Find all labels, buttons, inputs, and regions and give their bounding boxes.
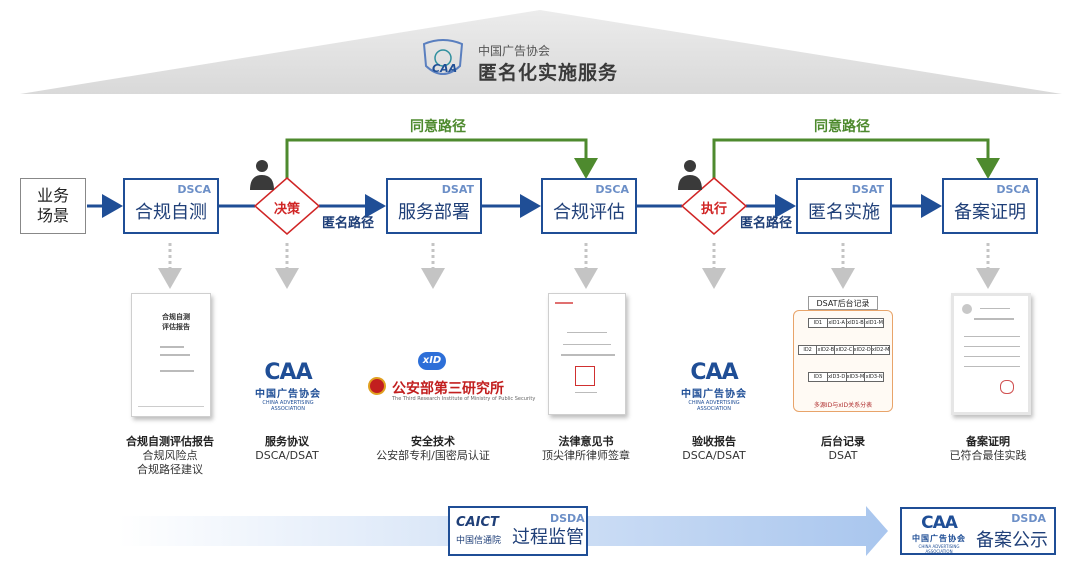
public-filing-tag: DSDA — [1011, 512, 1046, 525]
output-caption-6: 后台记录 DSAT — [793, 435, 893, 463]
output-caption-3: 安全技术 公安部专利/国密局认证 — [368, 435, 498, 463]
output-caption-1: 合规自测评估报告 合规风险点 合规路径建议 — [110, 435, 230, 477]
caption-line: DSCA/DSAT — [682, 449, 746, 462]
step-name: 匿名实施 — [808, 202, 880, 223]
person-icon-2 — [678, 160, 702, 190]
decision-label-1: 决策 — [273, 202, 300, 217]
caa-logo-mark: CAA — [921, 513, 958, 533]
caption-title: 法律意见书 — [558, 435, 614, 448]
step-name: 合规自测 — [135, 202, 207, 223]
output-arrows — [158, 243, 1000, 289]
caa-logo-en: CHINA ADVERTISING ASSOCIATION — [918, 544, 960, 554]
mps-name: 公安部第三研究所 — [392, 381, 504, 397]
self-test-report-thumbnail: 合规自测 评估报告 — [131, 293, 211, 417]
start-line-1: 业务 — [36, 186, 69, 205]
caption-line: DSCA/DSAT — [255, 449, 319, 462]
header-title: 匿名化实施服务 — [478, 62, 619, 84]
caa-logo-cn: 中国广告协会 — [681, 389, 747, 400]
caa-logo-2: CAA 中国广告协会 CHINA ADVERTISING ASSOCIATION — [672, 360, 756, 412]
step-filing: DSCA 备案证明 — [942, 178, 1038, 234]
decision-diamond-2 — [680, 177, 748, 235]
output-caption-4: 法律意见书 顶尖律所律师签章 — [528, 435, 644, 463]
caption-title: 后台记录 — [821, 435, 865, 448]
caption-line: 合规风险点 — [142, 449, 198, 462]
step-tag: DSAT — [441, 183, 474, 196]
caption-title: 服务协议 — [265, 435, 309, 448]
certificate-seal — [1000, 380, 1014, 394]
xid-badge: xID — [418, 352, 446, 370]
agree-path-label-1: 同意路径 — [410, 119, 466, 135]
doc-subtitle: 评估报告 — [162, 323, 190, 331]
step-self-test: DSCA 合规自测 — [123, 178, 219, 234]
step-name: 服务部署 — [398, 202, 470, 223]
mps-en: The Third Research Institute of Ministry… — [392, 396, 536, 402]
caption-line: 已符合最佳实践 — [949, 449, 1027, 462]
anon-path-label-1: 匿名路径 — [322, 216, 375, 231]
step-tag: DSCA — [595, 183, 629, 196]
agree-path-2 — [712, 138, 1000, 183]
agree-path-label-2: 同意路径 — [814, 119, 870, 135]
caption-line: 公安部专利/国密局认证 — [376, 449, 490, 462]
roof-shape — [20, 10, 1062, 94]
caption-title: 合规自测评估报告 — [126, 435, 214, 448]
caption-title: 备案证明 — [966, 435, 1010, 448]
output-caption-2: 服务协议 DSCA/DSAT — [237, 435, 337, 463]
caict-logo: CAICT — [456, 515, 499, 530]
step-tag: DSAT — [851, 183, 884, 196]
step-assessment: DSCA 合规评估 — [541, 178, 637, 234]
header-logo-mark: CAA — [432, 62, 458, 75]
caption-title: 验收报告 — [692, 435, 736, 448]
legal-opinion-thumbnail — [548, 293, 626, 415]
step-anonymization: DSAT 匿名实施 — [796, 178, 892, 234]
public-filing-text: 备案公示 — [976, 530, 1048, 551]
caption-line: DSAT — [828, 449, 858, 462]
caption-line: 合规路径建议 — [137, 463, 203, 476]
supervision-tag: DSDA — [550, 512, 585, 525]
decision-label-2: 执行 — [700, 202, 727, 217]
business-scenario-box: 业务 场景 — [20, 178, 86, 234]
agree-path-1 — [285, 138, 598, 183]
step-deployment: DSAT 服务部署 — [386, 178, 482, 234]
caption-title: 安全技术 — [411, 435, 455, 448]
output-caption-5: 验收报告 DSCA/DSAT — [664, 435, 764, 463]
step-tag: DSCA — [177, 183, 211, 196]
backend-record-title: DSAT后台记录 — [808, 296, 878, 310]
backend-record-footer: 多源ID与xID关系分表 — [813, 402, 873, 409]
caa-logo-mark: CAA — [264, 360, 312, 385]
output-caption-7: 备案证明 已符合最佳实践 — [938, 435, 1038, 463]
step-tag: DSCA — [996, 183, 1030, 196]
public-filing-box: DSDA CAA 中国广告协会 CHINA ADVERTISING ASSOCI… — [900, 507, 1056, 555]
police-emblem-icon — [368, 377, 386, 395]
caa-logo-en: CHINA ADVERTISING ASSOCIATION — [688, 400, 740, 412]
decision-diamond-1 — [253, 177, 321, 235]
header-org: 中国广告协会 — [478, 44, 551, 58]
anon-path-label-2: 匿名路径 — [740, 216, 793, 231]
caa-shield-icon — [422, 39, 464, 75]
supervision-text: 过程监管 — [512, 527, 584, 548]
supervision-label-box — [448, 506, 588, 556]
doc-title: 合规自测 — [162, 313, 190, 321]
filing-certificate-thumbnail — [951, 293, 1031, 415]
caa-logo-1: CAA 中国广告协会 CHINA ADVERTISING ASSOCIATION — [246, 360, 330, 412]
certificate-emblem-icon — [962, 304, 972, 314]
person-icon-1 — [250, 160, 274, 190]
caa-logo-cn: 中国广告协会 — [912, 534, 966, 543]
caa-logo-en: CHINA ADVERTISING ASSOCIATION — [262, 400, 314, 412]
step-name: 合规评估 — [553, 202, 625, 223]
caict-cn: 中国信通院 — [456, 536, 502, 546]
caa-logo-3: CAA 中国广告协会 CHINA ADVERTISING ASSOCIATION — [906, 513, 972, 554]
step-name: 备案证明 — [954, 202, 1026, 223]
caption-line: 顶尖律所律师签章 — [542, 449, 630, 462]
caa-logo-cn: 中国广告协会 — [255, 389, 321, 400]
caa-logo-mark: CAA — [690, 360, 738, 385]
header-logo — [418, 40, 468, 82]
seal-stamp — [575, 366, 595, 386]
start-line-2: 场景 — [36, 206, 69, 225]
